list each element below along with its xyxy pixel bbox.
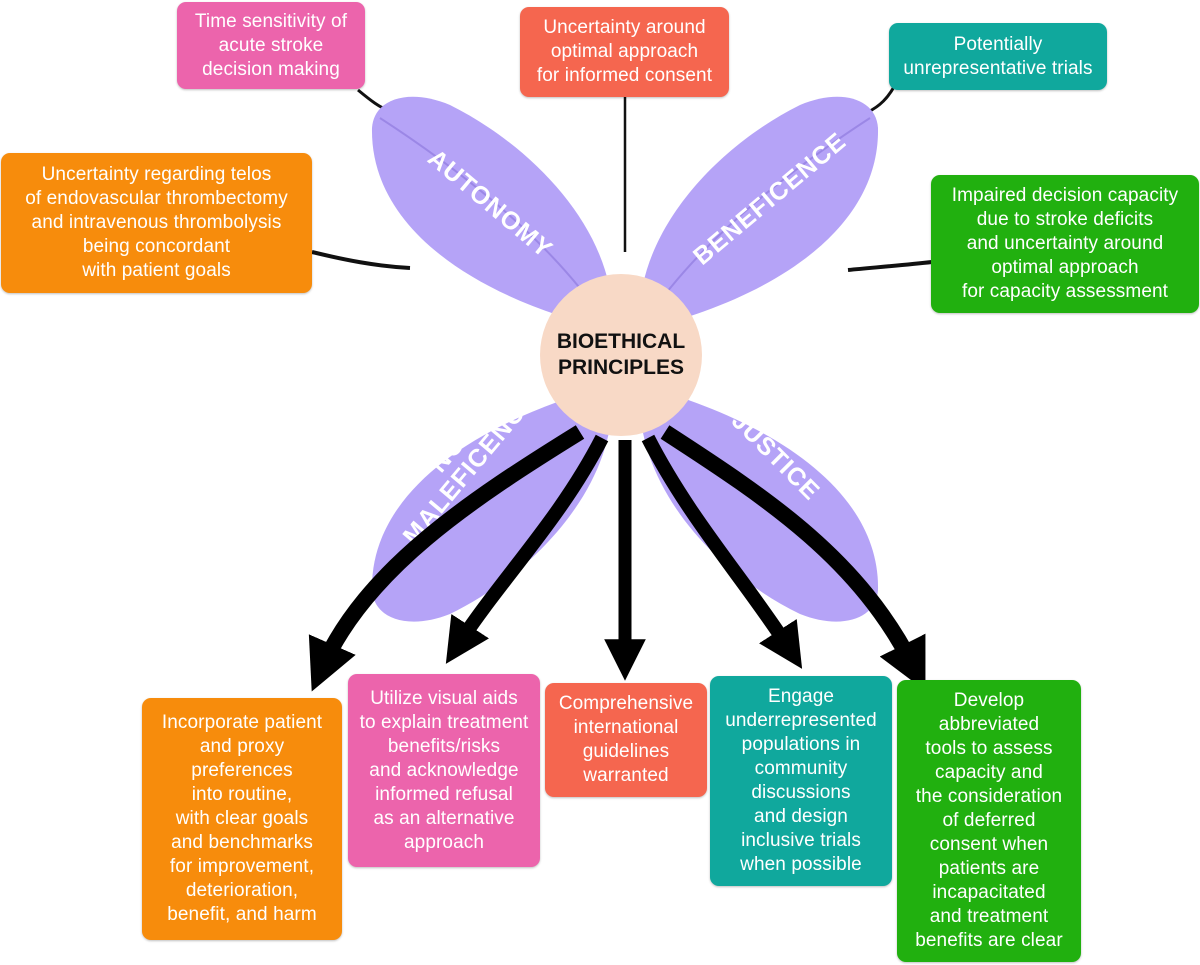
- challenge-time-sensitivity: Time sensitivity of acute stroke decisio…: [177, 2, 365, 89]
- rec-underrepresented: Engage underrepresented populations in c…: [710, 676, 892, 886]
- challenge-telos: Uncertainty regarding telos of endovascu…: [1, 153, 312, 293]
- rec-visual-aids-text: Utilize visual aids to explain treatment…: [359, 687, 529, 853]
- challenge-informed-consent-text: Uncertainty around optimal approach for …: [536, 17, 713, 86]
- rec-guidelines-text: Comprehensive international guidelines w…: [558, 693, 694, 786]
- arrow-to-patient-preferences: [308, 425, 585, 692]
- rec-abbreviated-tools: Develop abbreviated tools to assess capa…: [897, 680, 1081, 962]
- challenge-decision-capacity: Impaired decision capacity due to stroke…: [931, 175, 1199, 313]
- center-label-line1: BIOETHICAL: [557, 330, 686, 353]
- connector-decision-capacity: [847, 260, 933, 272]
- arrow-to-abbreviated-tools: [660, 425, 926, 691]
- rec-patient-preferences-text: Incorporate patient and proxy preference…: [161, 712, 323, 925]
- rec-guidelines: Comprehensive international guidelines w…: [545, 683, 707, 797]
- challenge-unrepresentative-trials-text: Potentially unrepresentative trials: [903, 33, 1093, 79]
- connector-unrepresentative: [867, 84, 897, 114]
- rec-visual-aids: Utilize visual aids to explain treatment…: [348, 674, 540, 867]
- rec-patient-preferences: Incorporate patient and proxy preference…: [142, 698, 342, 940]
- arrow-to-underrepresented: [641, 434, 803, 669]
- rec-abbreviated-tools-text: Develop abbreviated tools to assess capa…: [915, 690, 1063, 951]
- petal-beneficence: [639, 96, 879, 330]
- rec-underrepresented-text: Engage underrepresented populations in c…: [725, 686, 877, 875]
- challenge-telos-text: Uncertainty regarding telos of endovascu…: [25, 164, 288, 281]
- challenge-informed-consent: Uncertainty around optimal approach for …: [520, 7, 729, 97]
- petals: [371, 96, 879, 622]
- challenge-decision-capacity-text: Impaired decision capacity due to stroke…: [951, 185, 1179, 302]
- challenge-unrepresentative-trials: Potentially unrepresentative trials: [889, 23, 1107, 90]
- center-label-line2: PRINCIPLES: [558, 356, 684, 379]
- connector-telos: [311, 250, 411, 270]
- petal-autonomy: [371, 96, 613, 330]
- center-circle: [540, 274, 702, 436]
- challenge-time-sensitivity-text: Time sensitivity of acute stroke decisio…: [194, 10, 348, 80]
- arrow-to-visual-aids: [445, 434, 609, 664]
